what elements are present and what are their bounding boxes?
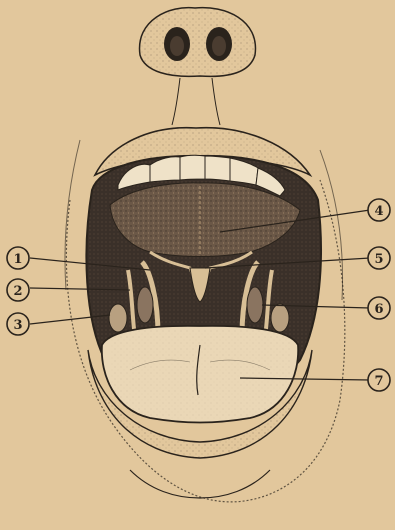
label-5-text: 5 bbox=[374, 252, 383, 267]
philtrum bbox=[172, 78, 220, 125]
label-3: 3 bbox=[7, 313, 29, 335]
label-4-text: 4 bbox=[374, 204, 383, 219]
chin bbox=[130, 470, 270, 498]
left-tonsil bbox=[137, 287, 153, 323]
label-1-text: 1 bbox=[13, 252, 22, 267]
right-tonsil bbox=[247, 287, 263, 323]
label-1: 1 bbox=[7, 247, 29, 269]
label-6-text: 6 bbox=[374, 302, 383, 317]
label-2: 2 bbox=[7, 279, 29, 301]
label-2-text: 2 bbox=[13, 284, 22, 299]
nose bbox=[140, 8, 256, 77]
tongue bbox=[102, 326, 298, 423]
label-7-text: 7 bbox=[374, 374, 383, 389]
label-3-text: 3 bbox=[13, 318, 22, 333]
label-4: 4 bbox=[368, 199, 390, 221]
label-5: 5 bbox=[368, 247, 390, 269]
label-7: 7 bbox=[368, 369, 390, 391]
label-6: 6 bbox=[368, 297, 390, 319]
